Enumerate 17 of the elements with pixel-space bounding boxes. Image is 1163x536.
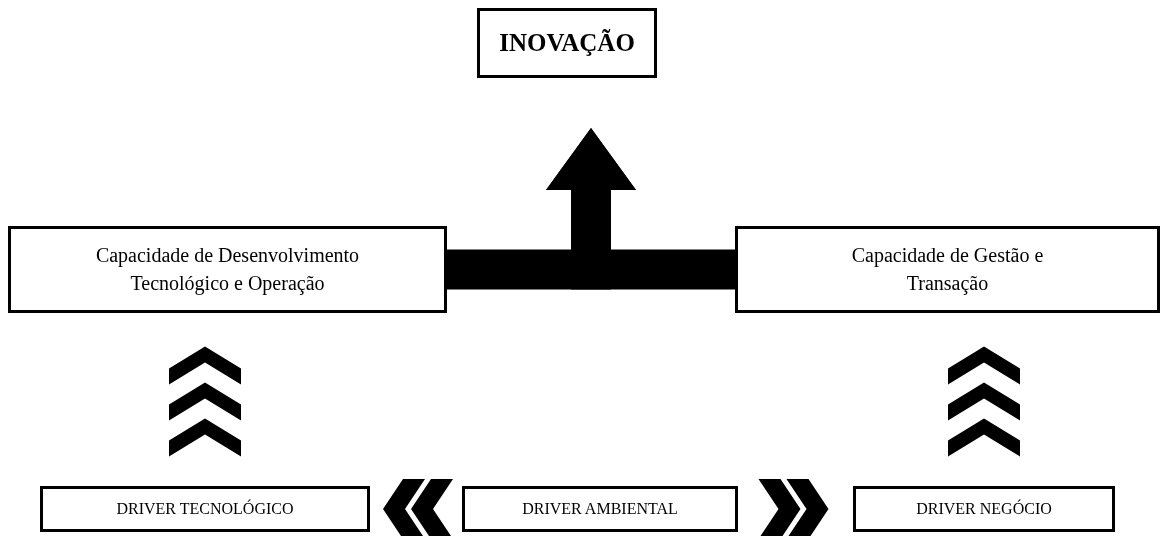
- text-box: [40, 486, 370, 532]
- node-text: DRIVER NEGÓCIO: [916, 498, 1052, 519]
- node-text: DRIVER TECNOLÓGICO: [116, 498, 294, 519]
- text-box: [462, 486, 738, 532]
- chevron-arrow: [383, 479, 453, 536]
- text-box: [477, 8, 657, 78]
- node-text: INOVAÇÃO: [499, 27, 635, 58]
- thick-arrow: [546, 128, 735, 290]
- text-box: [735, 226, 1160, 313]
- node-text: Capacidade de Gestão e Transação: [850, 243, 1045, 297]
- node-text: DRIVER AMBIENTAL: [522, 499, 678, 519]
- chevron-arrow: [948, 346, 1020, 457]
- chevron-arrow: [758, 479, 829, 536]
- node-text: Capacidade de Desenvolvimento Tecnológico e Operação: [94, 243, 361, 297]
- text-box: [853, 486, 1115, 532]
- chevron-arrow: [169, 346, 241, 457]
- text-box: [8, 226, 447, 313]
